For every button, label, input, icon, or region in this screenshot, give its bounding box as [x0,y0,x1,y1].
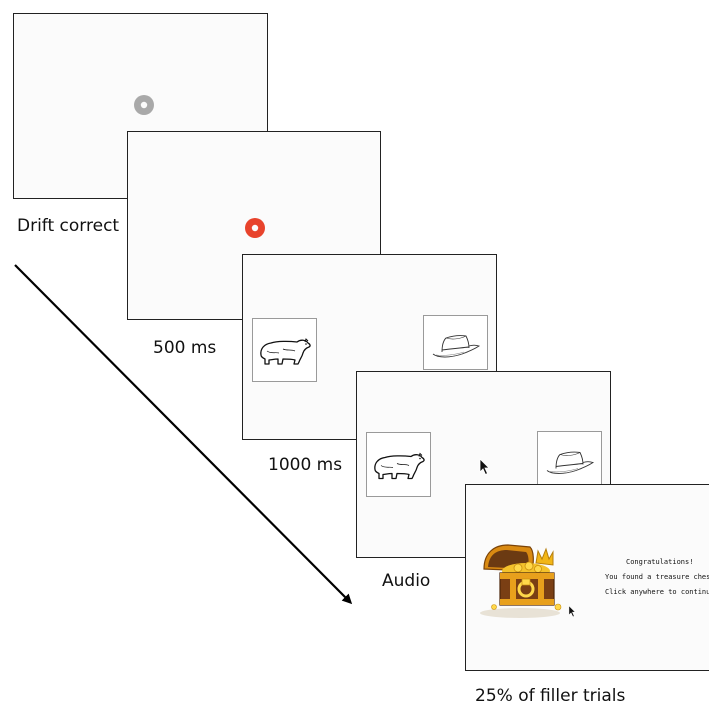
continue-text: Click anywhere to continue. [605,588,709,596]
mouse-cursor-icon [479,458,490,476]
bear-icon [260,338,311,365]
1000ms-label: 1000 ms [268,455,343,475]
mouse-cursor-icon [568,605,577,618]
filler-trials-label: 25% of filler trials [475,686,626,706]
congratulations-text: Congratulations! [626,558,694,566]
reward-screen: Congratulations! You found a treasure ch… [465,484,709,671]
hat-icon [546,451,595,474]
hat-icon [432,335,481,358]
hat-picture [537,431,602,487]
bear-picture [252,318,317,382]
drift-correct-label: Drift correct [17,216,120,236]
found-chest-text: You found a treasure chest!! [605,573,709,581]
bear-icon [374,452,425,480]
gray-fixation-target-icon [134,95,154,115]
500ms-label: 500 ms [153,338,217,358]
audio-label: Audio [382,571,431,591]
treasure-chest-icon [480,544,562,618]
hat-picture [423,315,488,370]
bear-picture [366,432,431,497]
red-fixation-target-icon [245,218,265,238]
